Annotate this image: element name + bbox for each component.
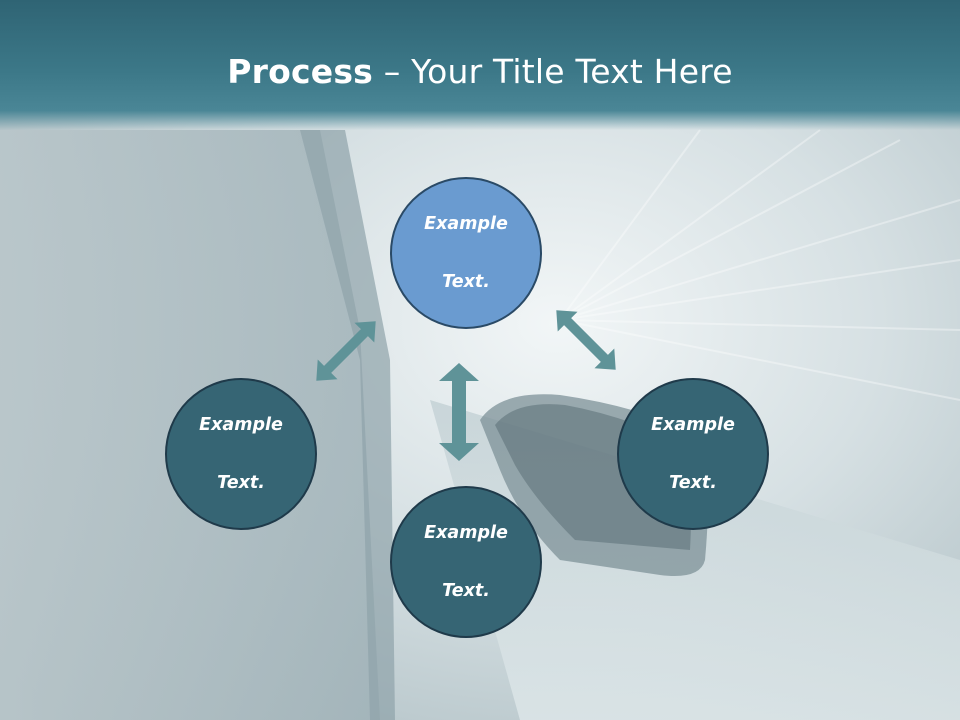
slide-title: Process – Your Title Text Here bbox=[0, 52, 960, 91]
arrow-vertical bbox=[439, 363, 479, 461]
node-top-line1: Example bbox=[424, 213, 508, 234]
node-bottom-line1: Example bbox=[424, 522, 508, 543]
arrow-top-left bbox=[316, 321, 376, 381]
node-bottom-line2: Text. bbox=[442, 580, 490, 601]
node-top-line2: Text. bbox=[442, 271, 490, 292]
node-right-line1: Example bbox=[651, 414, 735, 435]
title-bold: Process bbox=[227, 52, 374, 91]
node-left-line2: Text. bbox=[217, 472, 265, 493]
node-right-line2: Text. bbox=[669, 472, 717, 493]
arrow-top-right bbox=[556, 310, 616, 370]
node-left-line1: Example bbox=[199, 414, 283, 435]
title-bar bbox=[0, 0, 960, 130]
title-rest: – Your Title Text Here bbox=[373, 52, 733, 91]
